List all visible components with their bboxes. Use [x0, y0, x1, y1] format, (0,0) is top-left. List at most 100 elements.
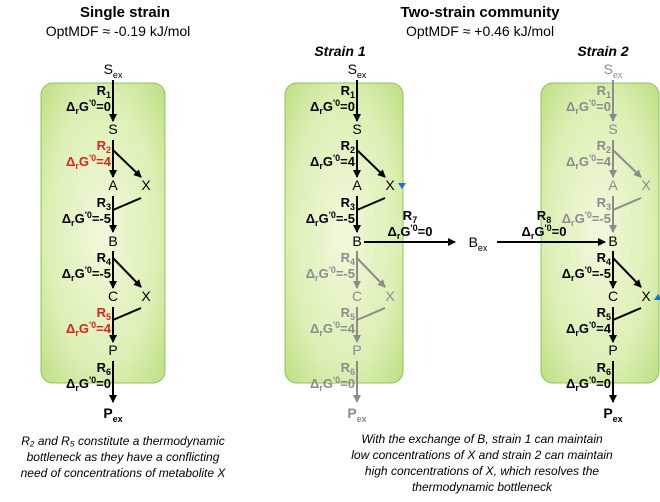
- reaction-dg: ΔrG'0=4: [566, 153, 612, 171]
- reaction-dg: ΔrG'0=0: [566, 375, 611, 393]
- b-node: B: [108, 233, 117, 249]
- reaction-name: R2: [97, 138, 111, 155]
- reaction-name: R7: [403, 208, 417, 225]
- p-node: P: [608, 342, 617, 358]
- reaction-name: R6: [97, 360, 111, 377]
- low-concentration-marker: [398, 183, 406, 189]
- x-node: X: [141, 288, 151, 304]
- reaction-name: R1: [597, 83, 611, 100]
- single-strain-title: Single strain: [80, 4, 170, 21]
- r3-side: [112, 197, 142, 211]
- reaction-name: R3: [97, 195, 111, 212]
- caption-line: bottleneck as they have a conflicting: [27, 450, 220, 464]
- x-node: X: [641, 288, 651, 304]
- reaction-name: R5: [341, 305, 355, 322]
- reaction-name: R4: [97, 250, 111, 267]
- strain-2-cell: [540, 82, 660, 384]
- reaction-dg: ΔrG'0=0: [522, 223, 567, 241]
- community-caption: With the exchange of B, strain 1 can mai…: [351, 432, 613, 494]
- c-node: C: [108, 288, 118, 304]
- community-title: Two-strain community: [401, 4, 561, 21]
- reaction-dg: ΔrG'0=-5: [306, 210, 355, 228]
- reaction-dg: ΔrG'0=0: [388, 223, 433, 241]
- p-node: P: [352, 342, 361, 358]
- x-node: X: [385, 288, 395, 304]
- a-node: A: [352, 177, 362, 193]
- reaction-dg: ΔrG'0=-5: [562, 210, 611, 228]
- p-ex-node: Pex: [347, 405, 366, 424]
- b-node: B: [608, 233, 617, 249]
- reaction-dg: ΔrG'0=0: [310, 375, 355, 393]
- strain-1-label: Strain 1: [314, 43, 366, 59]
- caption-line: thermodynamic bottleneck: [412, 480, 553, 494]
- reaction-dg: ΔrG'0=0: [66, 375, 111, 393]
- reaction-dg: ΔrG'0=0: [66, 98, 111, 116]
- reaction-dg: ΔrG'0=4: [66, 153, 112, 171]
- reaction-dg: ΔrG'0=-5: [562, 265, 611, 283]
- x-node: X: [641, 177, 651, 193]
- strain-2-label: Strain 2: [577, 43, 629, 59]
- strain-1-cell: [284, 82, 404, 384]
- single-strain-caption: R₂ and R₅ constitute a thermodynamic bot…: [21, 434, 227, 480]
- reaction-name: R4: [597, 250, 611, 267]
- reaction-name: R3: [597, 195, 611, 212]
- c-node: C: [352, 288, 362, 304]
- x-node: X: [385, 177, 395, 193]
- r2-side-arrow: [356, 149, 386, 178]
- r2-side-arrow: [612, 149, 642, 178]
- reaction-name: R6: [597, 360, 611, 377]
- p-ex-node: Pex: [103, 405, 122, 424]
- reaction-dg: ΔrG'0=4: [66, 320, 112, 338]
- reaction-dg: ΔrG'0=4: [310, 320, 356, 338]
- reaction-dg: ΔrG'0=-5: [306, 265, 355, 283]
- reaction-name: R3: [341, 195, 355, 212]
- reaction-dg: ΔrG'0=4: [310, 153, 356, 171]
- high-concentration-marker: [654, 294, 660, 300]
- s-ex-node: Sex: [104, 61, 123, 80]
- s-ex-node: Sex: [348, 61, 367, 80]
- caption-line: low concentrations of X and strain 2 can…: [351, 448, 613, 462]
- a-node: A: [108, 177, 118, 193]
- reaction-name: R1: [97, 83, 111, 100]
- community-optmdf: OptMDF ≈ +0.46 kJ/mol: [406, 23, 554, 39]
- single-strain-cell: [40, 82, 166, 384]
- r3-side: [612, 197, 642, 211]
- caption-line: high concentrations of X, which resolves…: [365, 464, 599, 478]
- s-node: S: [108, 121, 117, 137]
- caption-line: R₂ and R₅ constitute a thermodynamic: [21, 434, 225, 448]
- reaction-dg: ΔrG'0=0: [566, 98, 611, 116]
- reaction-dg: ΔrG'0=0: [310, 98, 355, 116]
- reaction-name: R5: [97, 305, 111, 322]
- reaction-dg: ΔrG'0=4: [566, 320, 612, 338]
- reaction-name: R2: [341, 138, 355, 155]
- reaction-name: R5: [597, 305, 611, 322]
- b-node: B: [352, 233, 361, 249]
- caption-line: need of concentrations of metabolite X: [21, 466, 227, 480]
- r5-side: [612, 307, 642, 321]
- s-node: S: [608, 121, 617, 137]
- reaction-name: R1: [341, 83, 355, 100]
- p-node: P: [108, 342, 117, 358]
- r4-side-arrow: [612, 257, 642, 288]
- x-node: X: [141, 177, 151, 193]
- c-node: C: [608, 288, 618, 304]
- r4-side-arrow: [356, 257, 386, 288]
